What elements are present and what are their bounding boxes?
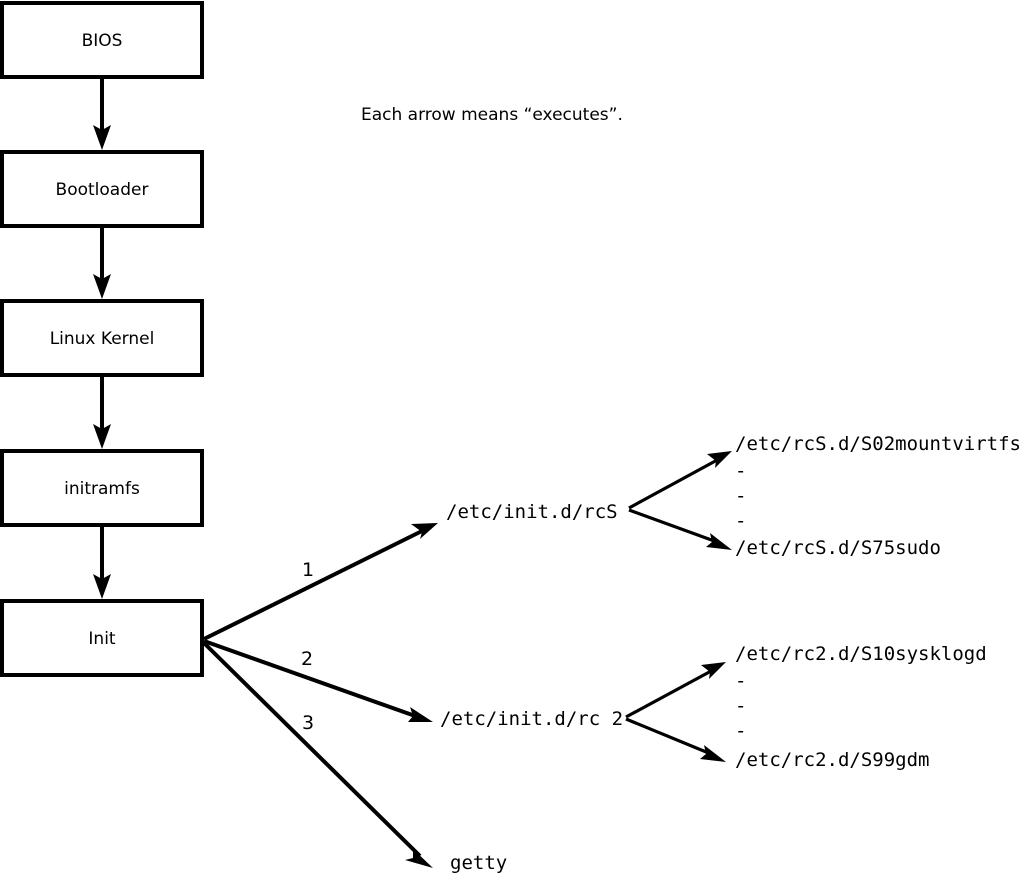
edge-init-to-rc2-arrowhead [408,707,433,722]
node-getty-label[interactable]: getty [450,852,507,874]
edge-number-3: 3 [302,712,314,734]
script-rc2-first-label[interactable]: /etc/rc2.d/S10sysklogd [735,643,987,665]
edge-rcs-to-first-script-arrowhead [707,451,732,468]
script-rc2-ellipsis-2: - [735,695,746,717]
edge-init-to-getty-line [202,641,422,858]
edge-rcs-to-last-script [628,508,732,550]
script-rc2-ellipsis-3: - [735,720,746,742]
node-bios[interactable]: BIOS [0,1,204,79]
node-init-box [0,599,204,677]
script-rcs-first-label[interactable]: /etc/rcS.d/S02mountvirtfs [735,433,1021,455]
script-rc2-last-label[interactable]: /etc/rc2.d/S99gdm [735,749,929,771]
node-bios-label: BIOS [82,31,123,51]
edge-init-to-getty [202,641,433,868]
edge-initramfs-to-init-arrowhead [93,574,111,599]
node-rc2-label[interactable]: /etc/init.d/rc 2 [440,708,623,730]
edge-rcs-to-first-script [628,451,732,510]
edge-init-to-rcs-arrowhead [411,523,438,539]
edge-rc2-to-last-script [625,717,726,762]
script-rcs-last-label[interactable]: /etc/rcS.d/S75sudo [735,537,941,559]
edge-rc2-to-last-script-line [625,717,712,756]
edge-init-to-rcs [203,523,438,641]
edge-initramfs-to-init [93,526,111,599]
edge-rc2-to-first-script [625,662,726,719]
node-bootloader-label: Bootloader [56,180,149,200]
node-initramfs-label: initramfs [64,479,140,499]
node-initramfs-box [0,449,204,527]
node-bios-box [0,1,204,79]
edge-bios-to-bootloader [93,78,111,150]
node-init[interactable]: Init [0,599,204,677]
edge-kernel-to-initramfs [93,376,111,449]
edge-rcs-to-last-script-line [628,508,718,544]
node-bootloader[interactable]: Bootloader [0,150,204,228]
script-rc2-ellipsis-1: - [735,670,746,692]
node-linux-kernel-label: Linux Kernel [50,329,155,349]
script-rcs-ellipsis-3: - [735,510,746,532]
node-rcs-label[interactable]: /etc/init.d/rcS [446,501,618,523]
edge-init-to-rcs-line [203,528,425,641]
script-rcs-ellipsis-2: - [735,485,746,507]
node-linux-kernel[interactable]: Linux Kernel [0,299,204,377]
edge-rc2-to-first-script-arrowhead [701,662,726,679]
edge-number-2: 2 [301,648,313,670]
edge-number-1: 1 [302,559,314,581]
edge-init-to-rc2 [203,639,433,722]
edge-kernel-to-initramfs-arrowhead [93,424,111,449]
node-bootloader-box [0,150,204,228]
edge-bios-to-bootloader-arrowhead [93,125,111,150]
edge-init-to-rc2-line [203,639,419,719]
node-linux-kernel-box [0,299,204,377]
node-initramfs[interactable]: initramfs [0,449,204,527]
legend-note: Each arrow means “executes”. [361,105,623,125]
edge-bootloader-to-kernel [93,227,111,299]
script-rcs-ellipsis-1: - [735,460,746,482]
node-init-label: Init [88,629,116,649]
edge-rcs-to-first-script-line [628,457,720,510]
edge-init-to-getty-arrowhead [405,849,433,868]
edge-rc2-to-last-script-arrowhead [700,745,726,762]
edge-bootloader-to-kernel-arrowhead [93,274,111,299]
edge-rc2-to-first-script-line [625,668,714,719]
edge-rcs-to-last-script-arrowhead [706,533,732,550]
